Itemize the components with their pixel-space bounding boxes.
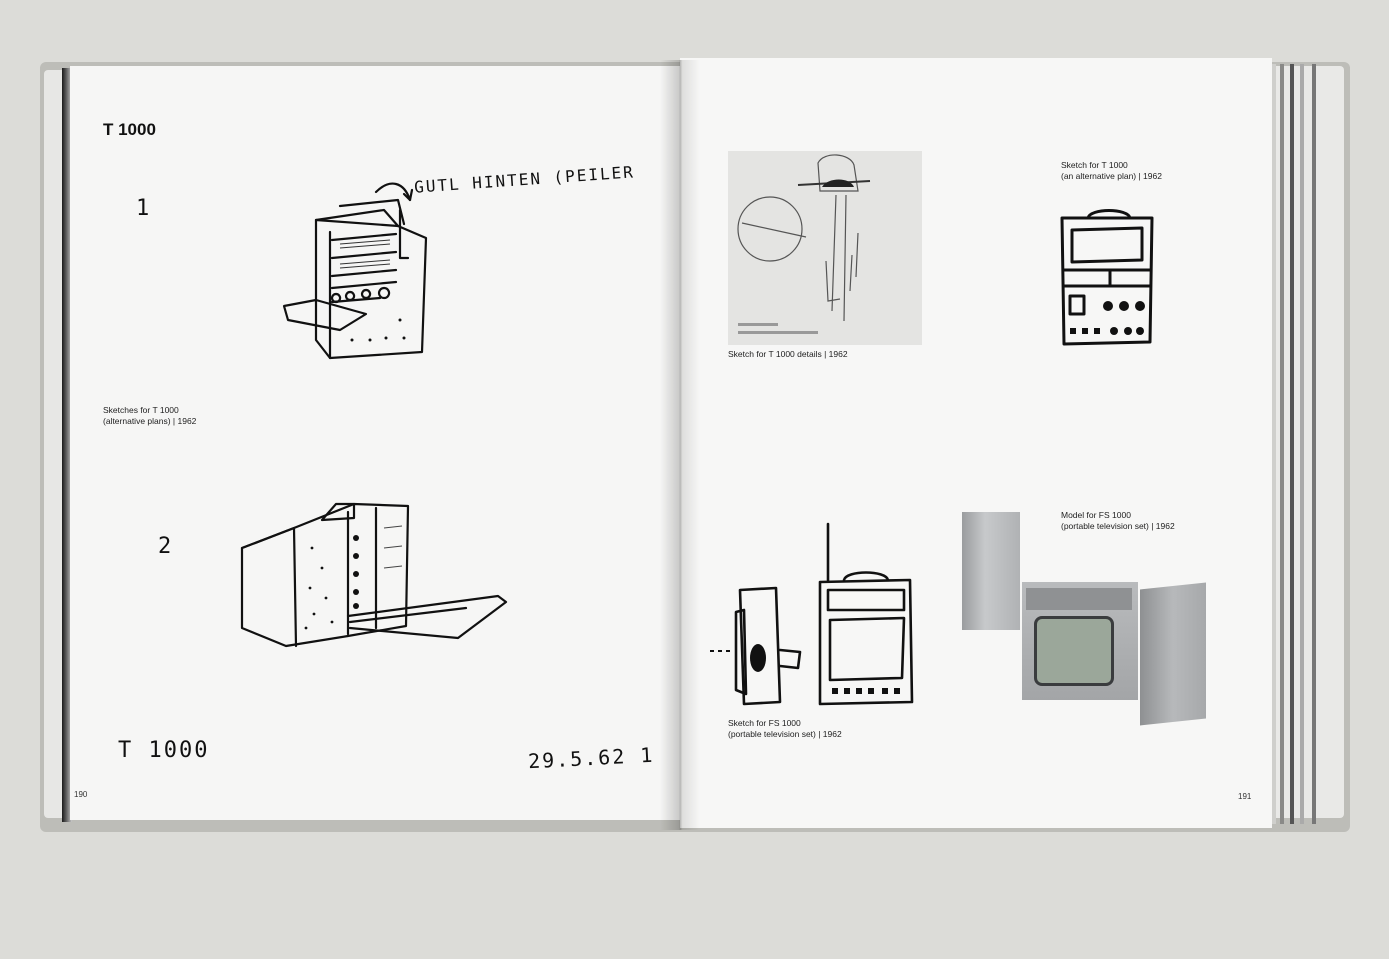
page-stack-edge xyxy=(1300,64,1304,824)
caption-details: Sketch for T 1000 details | 1962 xyxy=(728,349,848,359)
sketch-number-two: 2 xyxy=(158,534,174,559)
alt-plan-sketch xyxy=(1060,209,1154,346)
details-sketch-drawing xyxy=(737,154,871,334)
caption-sketches-line1: Sketches for T 1000 xyxy=(103,405,179,415)
page-title: T 1000 xyxy=(103,120,156,139)
handwritten-model-name: T 1000 xyxy=(118,738,210,763)
radio-sketch-two xyxy=(240,502,508,648)
fs1000-sketch xyxy=(710,522,914,706)
model-cover-lid xyxy=(962,512,1020,630)
page-stack-edge xyxy=(1312,64,1316,824)
caption-alt-plan-line2: (an alternative plan) | 1962 xyxy=(1061,171,1162,181)
sketch-number-one: 1 xyxy=(136,196,152,221)
caption-fs1000-line2: (portable television set) | 1962 xyxy=(728,729,842,739)
page-stack-edge xyxy=(1290,64,1294,824)
model-open-door xyxy=(1140,582,1206,726)
model-screen xyxy=(1034,616,1114,686)
model-speaker-grille xyxy=(1026,588,1132,610)
details-sketch-photo xyxy=(728,151,922,345)
caption-fs1000-line1: Sketch for FS 1000 xyxy=(728,718,801,728)
caption-model-line1: Model for FS 1000 xyxy=(1061,510,1131,520)
page-number-left: 190 xyxy=(74,790,88,799)
caption-sketches-line2: (alternative plans) | 1962 xyxy=(103,416,197,426)
page-stack-edge xyxy=(1272,64,1276,824)
caption-alt-plan-line1: Sketch for T 1000 xyxy=(1061,160,1128,170)
caption-model-line2: (portable television set) | 1962 xyxy=(1061,521,1175,531)
page-block-edge xyxy=(62,68,72,822)
radio-sketch-one xyxy=(282,182,428,360)
page-stack-edge xyxy=(1280,64,1284,824)
page-number-right: 191 xyxy=(1238,792,1252,801)
